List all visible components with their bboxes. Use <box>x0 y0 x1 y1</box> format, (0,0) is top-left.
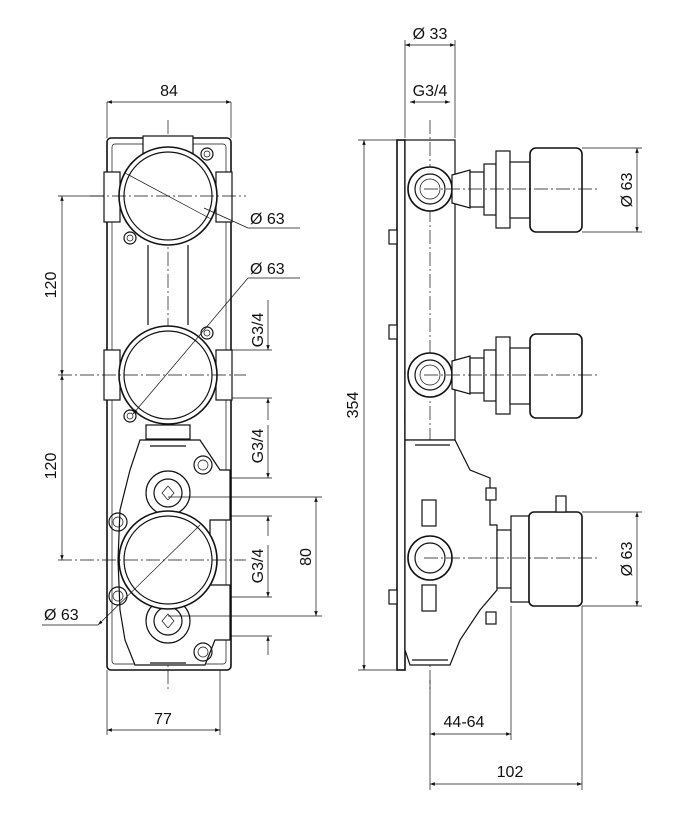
side-lower-valve <box>404 439 600 666</box>
side-view: Ø 33 G3/4 354 Ø 63 Ø 63 <box>345 26 642 790</box>
dim-front-port-spacing: 80 <box>168 496 322 617</box>
label-port-spacing-80: 80 <box>298 548 315 566</box>
label-pitch-upper: 120 <box>43 272 60 299</box>
side-middle-valve <box>407 333 600 419</box>
dim-side-handle-diameter-1: Ø 63 <box>582 147 642 233</box>
label-handle-diameter-3: Ø 63 <box>619 542 636 577</box>
front-upper-valve <box>90 135 246 246</box>
front-middle-valve <box>58 325 246 440</box>
dim-front-port-1: G3/4 <box>232 300 272 420</box>
label-tube-diameter: Ø 33 <box>413 26 448 43</box>
label-diameter-3: Ø 63 <box>44 607 79 624</box>
label-overall-depth: 102 <box>497 764 524 781</box>
dim-side-handle-diameter-3: Ø 63 <box>582 511 642 607</box>
dim-side-tube-thread: G3/4 <box>410 83 450 104</box>
dim-side-tube-diameter: Ø 33 <box>404 26 456 138</box>
label-pitch-lower: 120 <box>43 453 60 480</box>
dim-front-diameter-3: Ø 63 <box>42 524 201 626</box>
dim-side-overall-depth: 102 <box>430 606 583 790</box>
dim-front-port-2: G3/4 <box>230 425 272 536</box>
front-view: 84 77 120 120 Ø 63 Ø 63 <box>42 83 322 735</box>
side-upper-valve <box>407 147 600 233</box>
dim-side-install-depth: 44-64 <box>429 606 512 790</box>
label-port-thread-3: G3/4 <box>250 549 267 584</box>
label-width-84: 84 <box>160 83 178 100</box>
label-install-depth: 44-64 <box>444 714 485 731</box>
label-overall-height: 354 <box>345 392 362 419</box>
label-width-77: 77 <box>154 711 172 728</box>
dim-front-diameter-2: Ø 63 <box>132 261 300 415</box>
label-tube-thread: G3/4 <box>413 83 448 100</box>
label-diameter-2: Ø 63 <box>250 261 285 278</box>
dim-front-bottom-width: 77 <box>106 670 221 735</box>
label-port-thread-1: G3/4 <box>250 313 267 348</box>
dim-front-top-width: 84 <box>106 83 232 138</box>
label-diameter-1: Ø 63 <box>250 211 285 228</box>
side-mounting-plate <box>396 139 406 671</box>
dim-front-port-3: G3/4 <box>230 545 272 655</box>
label-handle-diameter-1: Ø 63 <box>619 173 636 208</box>
label-port-thread-2: G3/4 <box>250 429 267 464</box>
front-lower-valve <box>58 439 246 666</box>
dim-front-diameter-1: Ø 63 <box>203 207 300 229</box>
dim-side-overall-height: 354 <box>345 139 405 671</box>
dim-front-pitch: 120 120 <box>43 195 104 560</box>
